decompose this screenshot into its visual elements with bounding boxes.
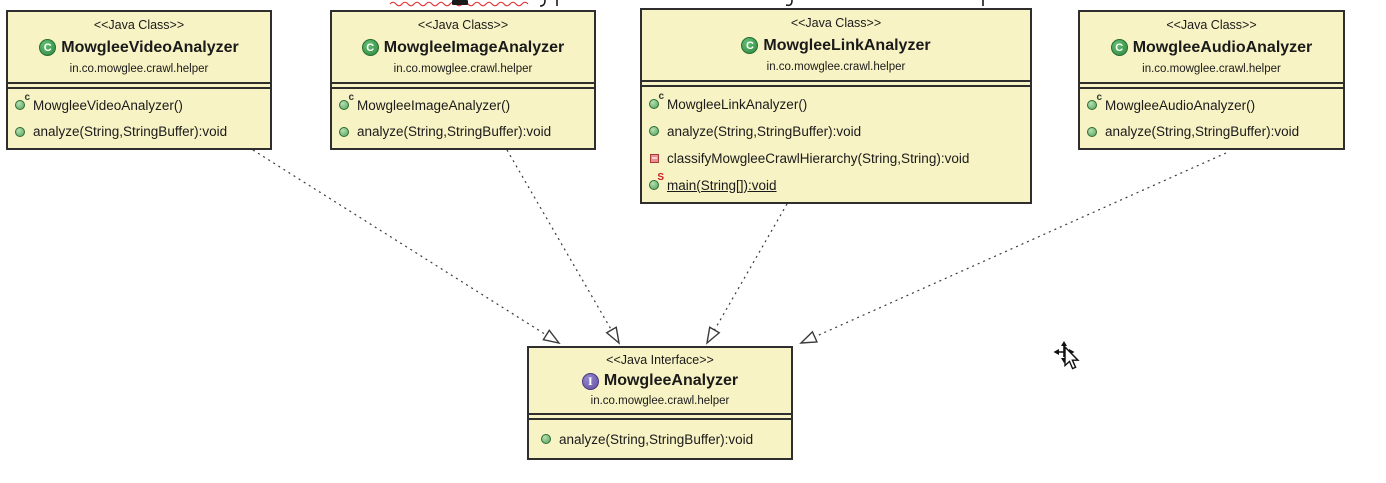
stereotype-label: <<Java Class>> bbox=[417, 18, 509, 33]
member-label: analyze(String,StringBuffer):void bbox=[559, 431, 754, 447]
class-header: <<Java Class>> C MowgleeLinkAnalyzer in.… bbox=[642, 10, 1030, 82]
package-label: in.co.mowglee.crawl.helper bbox=[69, 62, 209, 75]
members-compartment: analyze(String,StringBuffer):void bbox=[529, 418, 791, 458]
member-constructor[interactable]: c MowgleeLinkAnalyzer() bbox=[642, 92, 1030, 116]
member-method-analyze[interactable]: analyze(String,StringBuffer):void bbox=[1080, 120, 1343, 144]
member-label: classifyMowgleeCrawlHierarchy(String,Str… bbox=[667, 150, 970, 166]
class-name: MowgleeVideoAnalyzer bbox=[61, 38, 239, 56]
constructor-method-icon: c bbox=[649, 92, 664, 109]
java-class-icon: C bbox=[1110, 39, 1128, 56]
class-name: MowgleeLinkAnalyzer bbox=[763, 36, 931, 54]
interface-name: MowgleeAnalyzer bbox=[603, 372, 739, 389]
member-label: analyze(String,StringBuffer):void bbox=[667, 123, 862, 139]
class-header: <<Java Class>> C MowgleeAudioAnalyzer in… bbox=[1080, 12, 1343, 84]
member-label: MowgleeAudioAnalyzer() bbox=[1105, 97, 1256, 113]
stereotype-label: <<Java Class>> bbox=[1166, 18, 1257, 33]
member-method-main[interactable]: S main(String[]):void bbox=[642, 173, 1030, 197]
cropped-text-fragment bbox=[452, 0, 468, 5]
member-constructor[interactable]: c MowgleeImageAnalyzer() bbox=[332, 93, 594, 117]
java-class-icon: C bbox=[39, 39, 57, 56]
interface-header: <<Java Interface>> I MowgleeAnalyzer in.… bbox=[529, 348, 791, 415]
member-label: MowgleeVideoAnalyzer() bbox=[33, 97, 183, 113]
member-label: MowgleeImageAnalyzer() bbox=[357, 97, 511, 113]
member-label: analyze(String,StringBuffer):void bbox=[33, 124, 228, 140]
class-name: MowgleeImageAnalyzer bbox=[383, 38, 565, 56]
constructor-method-icon: c bbox=[15, 93, 30, 111]
static-method-icon: S bbox=[649, 173, 664, 190]
interface-box-mowglee-analyzer[interactable]: <<Java Interface>> I MowgleeAnalyzer in.… bbox=[527, 346, 793, 460]
java-class-icon: C bbox=[741, 37, 759, 54]
class-box-mowglee-audio-analyzer[interactable]: <<Java Class>> C MowgleeAudioAnalyzer in… bbox=[1078, 10, 1345, 150]
public-method-icon bbox=[541, 434, 551, 444]
implements-connector-video[interactable] bbox=[252, 149, 561, 345]
implements-connector-image[interactable] bbox=[506, 149, 621, 345]
class-box-mowglee-image-analyzer[interactable]: <<Java Class>> C MowgleeImageAnalyzer in… bbox=[330, 10, 596, 150]
member-method-analyze[interactable]: analyze(String,StringBuffer):void bbox=[8, 120, 270, 144]
class-box-mowglee-link-analyzer[interactable]: <<Java Class>> C MowgleeLinkAnalyzer in.… bbox=[640, 8, 1032, 204]
public-method-icon bbox=[15, 126, 25, 137]
java-interface-icon: I bbox=[581, 372, 599, 390]
class-name: MowgleeAudioAnalyzer bbox=[1132, 38, 1313, 56]
spellcheck-squiggle-artifact bbox=[389, 1, 529, 7]
cropped-text-fragment bbox=[539, 0, 984, 7]
member-method-classify[interactable]: classifyMowgleeCrawlHierarchy(String,Str… bbox=[642, 146, 1030, 170]
public-method-icon bbox=[339, 126, 349, 137]
stereotype-label: <<Java Class>> bbox=[790, 16, 882, 31]
class-box-mowglee-video-analyzer[interactable]: <<Java Class>> C MowgleeVideoAnalyzer in… bbox=[6, 10, 272, 150]
member-method-analyze[interactable]: analyze(String,StringBuffer):void bbox=[642, 119, 1030, 143]
package-label: in.co.mowglee.crawl.helper bbox=[393, 62, 533, 75]
constructor-method-icon: c bbox=[339, 93, 354, 111]
member-constructor[interactable]: c MowgleeVideoAnalyzer() bbox=[8, 93, 270, 117]
members-compartment: c MowgleeVideoAnalyzer() analyze(String,… bbox=[8, 87, 270, 148]
member-label: MowgleeLinkAnalyzer() bbox=[667, 96, 808, 112]
member-method-analyze[interactable]: analyze(String,StringBuffer):void bbox=[332, 120, 594, 144]
constructor-method-icon: c bbox=[1087, 93, 1102, 111]
stereotype-label: <<Java Interface>> bbox=[606, 353, 714, 367]
package-label: in.co.mowglee.crawl.helper bbox=[1142, 62, 1281, 75]
members-compartment: c MowgleeImageAnalyzer() analyze(String,… bbox=[332, 87, 594, 148]
private-method-icon bbox=[650, 153, 659, 163]
java-class-icon: C bbox=[361, 39, 379, 56]
stereotype-label: <<Java Class>> bbox=[93, 18, 185, 33]
member-constructor[interactable]: c MowgleeAudioAnalyzer() bbox=[1080, 93, 1343, 117]
public-method-icon bbox=[1087, 126, 1097, 137]
member-method-analyze[interactable]: analyze(String,StringBuffer):void bbox=[529, 427, 791, 451]
package-label: in.co.mowglee.crawl.helper bbox=[590, 395, 730, 407]
public-method-icon bbox=[649, 126, 659, 136]
move-cursor-pointer bbox=[1053, 341, 1080, 370]
member-label: analyze(String,StringBuffer):void bbox=[357, 124, 552, 140]
members-compartment: c MowgleeLinkAnalyzer() analyze(String,S… bbox=[642, 85, 1030, 202]
package-label: in.co.mowglee.crawl.helper bbox=[766, 60, 906, 73]
class-header: <<Java Class>> C MowgleeImageAnalyzer in… bbox=[332, 12, 594, 84]
implements-connector-link[interactable] bbox=[705, 203, 788, 345]
members-compartment: c MowgleeAudioAnalyzer() analyze(String,… bbox=[1080, 87, 1343, 148]
member-label: main(String[]):void bbox=[667, 177, 777, 193]
member-label: analyze(String,StringBuffer):void bbox=[1105, 124, 1300, 140]
class-header: <<Java Class>> C MowgleeVideoAnalyzer in… bbox=[8, 12, 270, 84]
